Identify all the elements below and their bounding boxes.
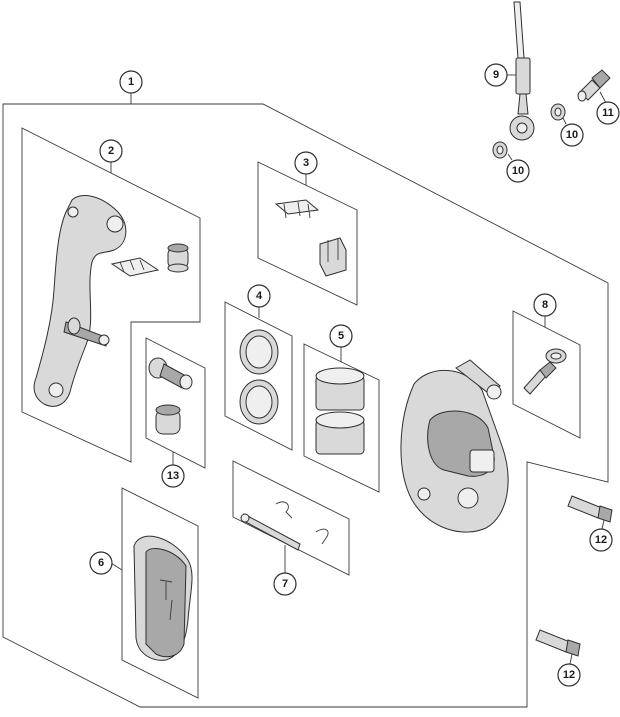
- callout-12b-label: 12: [563, 669, 575, 681]
- sealing-washer-icon: [492, 103, 566, 159]
- brake-line-icon: [509, 1, 535, 141]
- group-1-outline: [2, 103, 609, 708]
- anti-rattle-spring-icon: [319, 237, 347, 277]
- callout-9-label: 9: [493, 69, 499, 81]
- callout-13: 13: [161, 464, 185, 488]
- leader-6: [110, 562, 123, 571]
- callout-5-label: 5: [338, 330, 344, 342]
- pad-spring-icon: [110, 257, 160, 277]
- guide-bushing-icon: [148, 357, 193, 435]
- piston-seal-icon: [239, 329, 279, 425]
- callout-8-label: 8: [542, 299, 548, 311]
- group-4-outline: [224, 301, 293, 451]
- callout-5: 5: [329, 324, 353, 348]
- pad-retainer-clip-icon: [274, 199, 320, 219]
- group-3-outline: [257, 161, 358, 306]
- caliper-bracket-icon: [33, 195, 127, 407]
- callout-4-label: 4: [256, 290, 263, 302]
- callout-6-label: 6: [98, 557, 104, 569]
- callout-13-label: 13: [167, 470, 179, 482]
- mounting-bolt-icon: [535, 495, 613, 657]
- callout-11-label: 11: [602, 107, 614, 119]
- group-6-outline: [121, 487, 199, 699]
- callout-4: 4: [247, 284, 271, 308]
- leader-12b: [569, 653, 573, 665]
- callout-6: 6: [89, 551, 113, 575]
- callout-10b: 10: [506, 159, 530, 183]
- group-8-outline: [512, 310, 581, 439]
- pad-pin-icon: [240, 513, 301, 551]
- callout-3-label: 3: [303, 157, 309, 169]
- group-7-outline: [232, 460, 350, 576]
- guide-boot-icon: [167, 243, 189, 273]
- leader-11: [599, 91, 607, 104]
- callout-10a: 10: [560, 123, 584, 147]
- callout-1-label: 1: [128, 76, 134, 88]
- callout-9: 9: [484, 63, 508, 87]
- caliper-piston-icon: [315, 367, 365, 455]
- callout-11: 11: [596, 101, 620, 125]
- callout-12a-label: 12: [595, 534, 607, 546]
- callout-1: 1: [119, 70, 143, 94]
- brake-pad-icon: [133, 535, 193, 661]
- callout-10b-label: 10: [512, 165, 524, 177]
- bleeder-valve-icon: [523, 348, 567, 395]
- callout-12b: 12: [557, 663, 581, 687]
- split-pin-icon: [275, 501, 329, 545]
- callout-10a-label: 10: [566, 129, 578, 141]
- group-2-outline: [21, 127, 201, 463]
- callout-7: 7: [273, 572, 297, 596]
- callout-8: 8: [533, 293, 557, 317]
- callout-2: 2: [99, 139, 123, 163]
- leader-12a: [601, 519, 605, 530]
- group-13-outline: [145, 337, 206, 469]
- group-5-outline: [303, 343, 380, 493]
- callout-12a: 12: [589, 528, 613, 552]
- callout-7-label: 7: [282, 578, 288, 590]
- banjo-bolt-icon: [577, 69, 611, 102]
- callout-2-label: 2: [108, 145, 114, 157]
- brake-caliper-housing-icon: [400, 359, 509, 533]
- leader-10b: [507, 153, 513, 161]
- callout-3: 3: [294, 151, 318, 175]
